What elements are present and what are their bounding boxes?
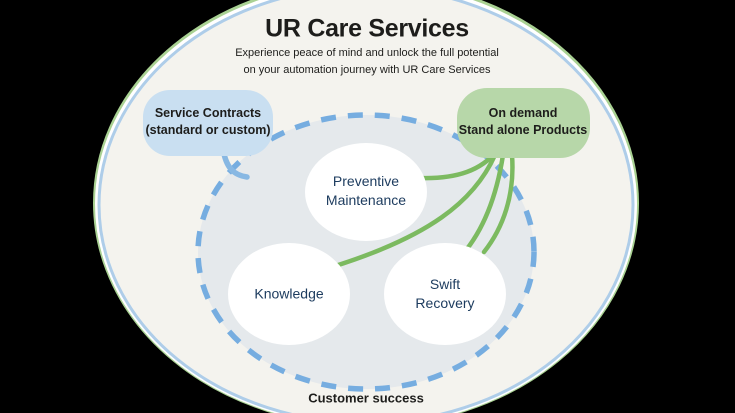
on-demand-label-line-2: Stand alone Products: [458, 123, 588, 137]
on-demand-bubble: [457, 88, 590, 158]
service-contracts-bubble: [143, 90, 273, 156]
subtitle-line-2: on your automation journey with UR Care …: [243, 64, 491, 76]
outer-ring-white: [95, 0, 637, 413]
knowledge-label: Knowledge: [254, 285, 324, 302]
outer-ring-green: [93, 0, 639, 413]
on-demand-label-line-1: On demand: [488, 106, 558, 120]
page-title: UR Care Services: [265, 14, 469, 43]
subtitle-line-1: Experience peace of mind and unlock the …: [235, 47, 499, 59]
service-contracts-label: Service Contracts (standard or custom): [145, 105, 270, 139]
circle-swift-recovery: [384, 243, 506, 345]
swift-recovery-label: Swift Recovery: [415, 275, 474, 313]
preventive-maintenance-label: Preventive Maintenance: [326, 172, 406, 210]
on-demand-connector-swift-right: [481, 152, 515, 255]
preventive-maintenance-line-1: Preventive: [332, 173, 400, 189]
circle-knowledge: [228, 243, 350, 345]
customer-success-label: Customer success: [308, 390, 424, 406]
on-demand-connector-knowledge: [329, 152, 498, 270]
preventive-maintenance-line-2: Maintenance: [325, 192, 407, 208]
service-contracts-label-line-2: (standard or custom): [145, 123, 271, 137]
page-subtitle: Experience peace of mind and unlock the …: [235, 45, 499, 79]
swift-recovery-line-2: Recovery: [415, 295, 475, 311]
service-contracts-label-line-1: Service Contracts: [154, 106, 262, 120]
circle-preventive-maintenance: [305, 143, 427, 241]
swift-recovery-line-1: Swift: [429, 276, 461, 292]
on-demand-label: On demand Stand alone Products: [459, 105, 588, 139]
